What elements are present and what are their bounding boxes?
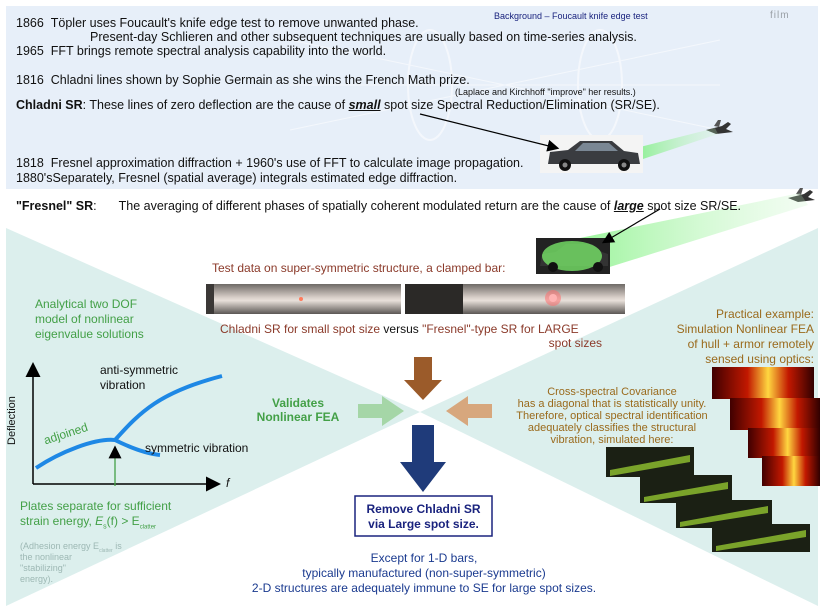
- year-1866: 1866: [16, 16, 44, 30]
- history-line-1816: 1816 Chladni lines shown by Sophie Germa…: [16, 73, 470, 88]
- navy-down-arrow: [400, 425, 446, 492]
- fresnel-text-end: spot size SR/SE.: [643, 199, 742, 213]
- background-caption: Background – Foucault knife edge test: [494, 11, 648, 21]
- caption-versus: versus: [383, 322, 419, 336]
- practical-l1: Practical example:: [715, 307, 814, 321]
- adhesion-sub: clatter: [99, 547, 113, 554]
- year-1880: 1880's: [16, 171, 53, 185]
- plates-line-1: Plates separate for sufficient: [20, 499, 172, 513]
- remove-box-frame: [354, 495, 493, 537]
- plates-E: E: [95, 514, 104, 528]
- laser-beam-large: [580, 193, 808, 270]
- validates-label: Validates: [271, 396, 325, 410]
- history-line-1866b: Present-day Schlieren and other subseque…: [90, 30, 637, 44]
- laplace-note: (Laplace and Kirchhoff "improve" her res…: [455, 87, 636, 97]
- year-1816: 1816: [16, 73, 44, 87]
- except-line-1: Except for 1-D bars,: [370, 551, 478, 565]
- film-label: film: [770, 10, 790, 21]
- left-triangle: [6, 228, 420, 606]
- cross-spectral-l2: has a diagonal that is statistically uni…: [517, 398, 707, 410]
- deflection-axis-label: Deflection: [6, 396, 18, 445]
- practical-l4: sensed using optics:: [705, 352, 814, 366]
- text-1965: FFT brings remote spectral analysis capa…: [50, 44, 387, 58]
- vehicle-photo-highlighted: [536, 238, 610, 274]
- chladni-sr-line: Chladni SR: These lines of zero deflecti…: [16, 98, 660, 113]
- anti-symmetric-label-2: vibration: [100, 378, 146, 392]
- year-1965: 1965: [16, 44, 44, 58]
- analytical-line-3: eigenvalue solutions: [35, 327, 144, 341]
- symmetric-curve: [114, 438, 161, 457]
- except-line-2: typically manufactured (non-super-symmet…: [302, 566, 546, 580]
- practical-l3: of hull + armor remotely: [687, 337, 814, 351]
- fresnel-text: The averaging of different phases of spa…: [118, 199, 614, 213]
- text-1818: Fresnel approximation diffraction + 1960…: [50, 156, 524, 170]
- cross-spectral-l1: Cross-spectral Covariance: [547, 386, 677, 398]
- fresnel-sr-line: "Fresnel" SR: The averaging of different …: [16, 199, 741, 214]
- small-emphasis: small: [348, 98, 381, 112]
- remove-box-line-1: Remove Chladni SR: [366, 502, 481, 516]
- pointer-arrow-large: [601, 208, 661, 244]
- history-line-1965: 1965 FFT brings remote spectral analysis…: [16, 44, 386, 59]
- adhesion-is: is: [112, 541, 122, 551]
- analytical-line-1: Analytical two DOF: [35, 297, 138, 311]
- text-1816: Chladni lines shown by Sophie Germain as…: [50, 73, 470, 87]
- history-line-1866: 1866 Töpler uses Foucault's knife edge t…: [16, 16, 419, 31]
- validates-label-2: Nonlinear FEA: [256, 410, 340, 424]
- plates-sub-clatter: clatter: [139, 524, 157, 531]
- chladni-sr-text: : These lines of zero deflection are the…: [82, 98, 349, 112]
- plates-inequality: (f) > E: [106, 514, 140, 528]
- deflection-graph: [25, 362, 223, 492]
- large-emphasis: large: [613, 199, 644, 213]
- anti-symmetric-label: anti-symmetric: [100, 363, 179, 377]
- laser-beam-small: [640, 128, 718, 160]
- text-1866: Töpler uses Foucault's knife edge test t…: [50, 16, 419, 30]
- adhesion-text: (Adhesion energy E: [20, 541, 100, 551]
- symmetric-label: symmetric vibration: [145, 441, 249, 455]
- adhesion-line-4: energy).: [20, 574, 54, 584]
- analytical-line-2: model of nonlinear: [35, 312, 134, 326]
- remove-box-line-2: via Large spot size.: [368, 517, 479, 531]
- green-right-arrow: [358, 396, 404, 426]
- fresnel-sr-label: "Fresnel" SR: [16, 199, 94, 213]
- plates-sub-s: s: [103, 523, 107, 531]
- history-line-1818: 1818 Fresnel approximation diffraction +…: [16, 156, 523, 171]
- chladni-sr-text-end: spot size Spectral Reduction/Elimination…: [380, 98, 660, 112]
- test-data-title: Test data on super-symmetric structure, …: [212, 261, 506, 275]
- anti-symmetric-curve: [113, 374, 223, 442]
- test-data-caption: Chladni SR for small spot size versus "F…: [220, 322, 579, 337]
- fresnel-colon: :: [93, 199, 97, 213]
- caption-small-spot: Chladni SR for small spot size: [220, 322, 384, 336]
- cross-spectral-l5: vibration, simulated here:: [550, 434, 674, 446]
- bar-photo-large-spot: [405, 284, 625, 314]
- history-line-1880: 1880'sSeparately, Fresnel (spatial avera…: [16, 171, 457, 186]
- adjoined-curve: [34, 437, 116, 470]
- caption-large-spot: "Fresnel"-type SR for LARGE: [418, 322, 579, 336]
- chladni-sr-label: Chladni SR: [16, 98, 83, 112]
- except-line-3: 2-D structures are adequately immune to …: [251, 581, 597, 595]
- cross-spectral-l3: Therefore, optical spectral identificati…: [516, 410, 708, 422]
- adhesion-line-2: the nonlinear: [20, 552, 73, 562]
- f-axis-label: f: [226, 476, 230, 490]
- year-1818: 1818: [16, 156, 44, 170]
- plates-text: strain energy,: [20, 514, 96, 528]
- fea-mesh-stack: [606, 447, 810, 552]
- bar-photo-small-spot: [206, 284, 401, 314]
- cross-spectral-l4: adequately classifies the structural: [527, 422, 697, 434]
- practical-l2: Simulation Nonlinear FEA: [676, 322, 814, 336]
- adhesion-line-1: (Adhesion energy Eclatter is: [20, 541, 122, 557]
- vehicle-photo: [540, 135, 643, 173]
- brown-down-arrow: [404, 357, 442, 400]
- tan-left-arrow: [446, 396, 492, 426]
- fea-heatmap-stack: [712, 367, 820, 486]
- text-1880: Separately, Fresnel (spatial average) in…: [52, 171, 458, 185]
- test-data-caption-2: spot sizes: [548, 336, 602, 350]
- plates-line-2: strain energy, Es(f) > Eclatter: [20, 514, 156, 535]
- pointer-arrow-small: [419, 113, 560, 152]
- adhesion-line-3: "stabilizing": [20, 563, 66, 573]
